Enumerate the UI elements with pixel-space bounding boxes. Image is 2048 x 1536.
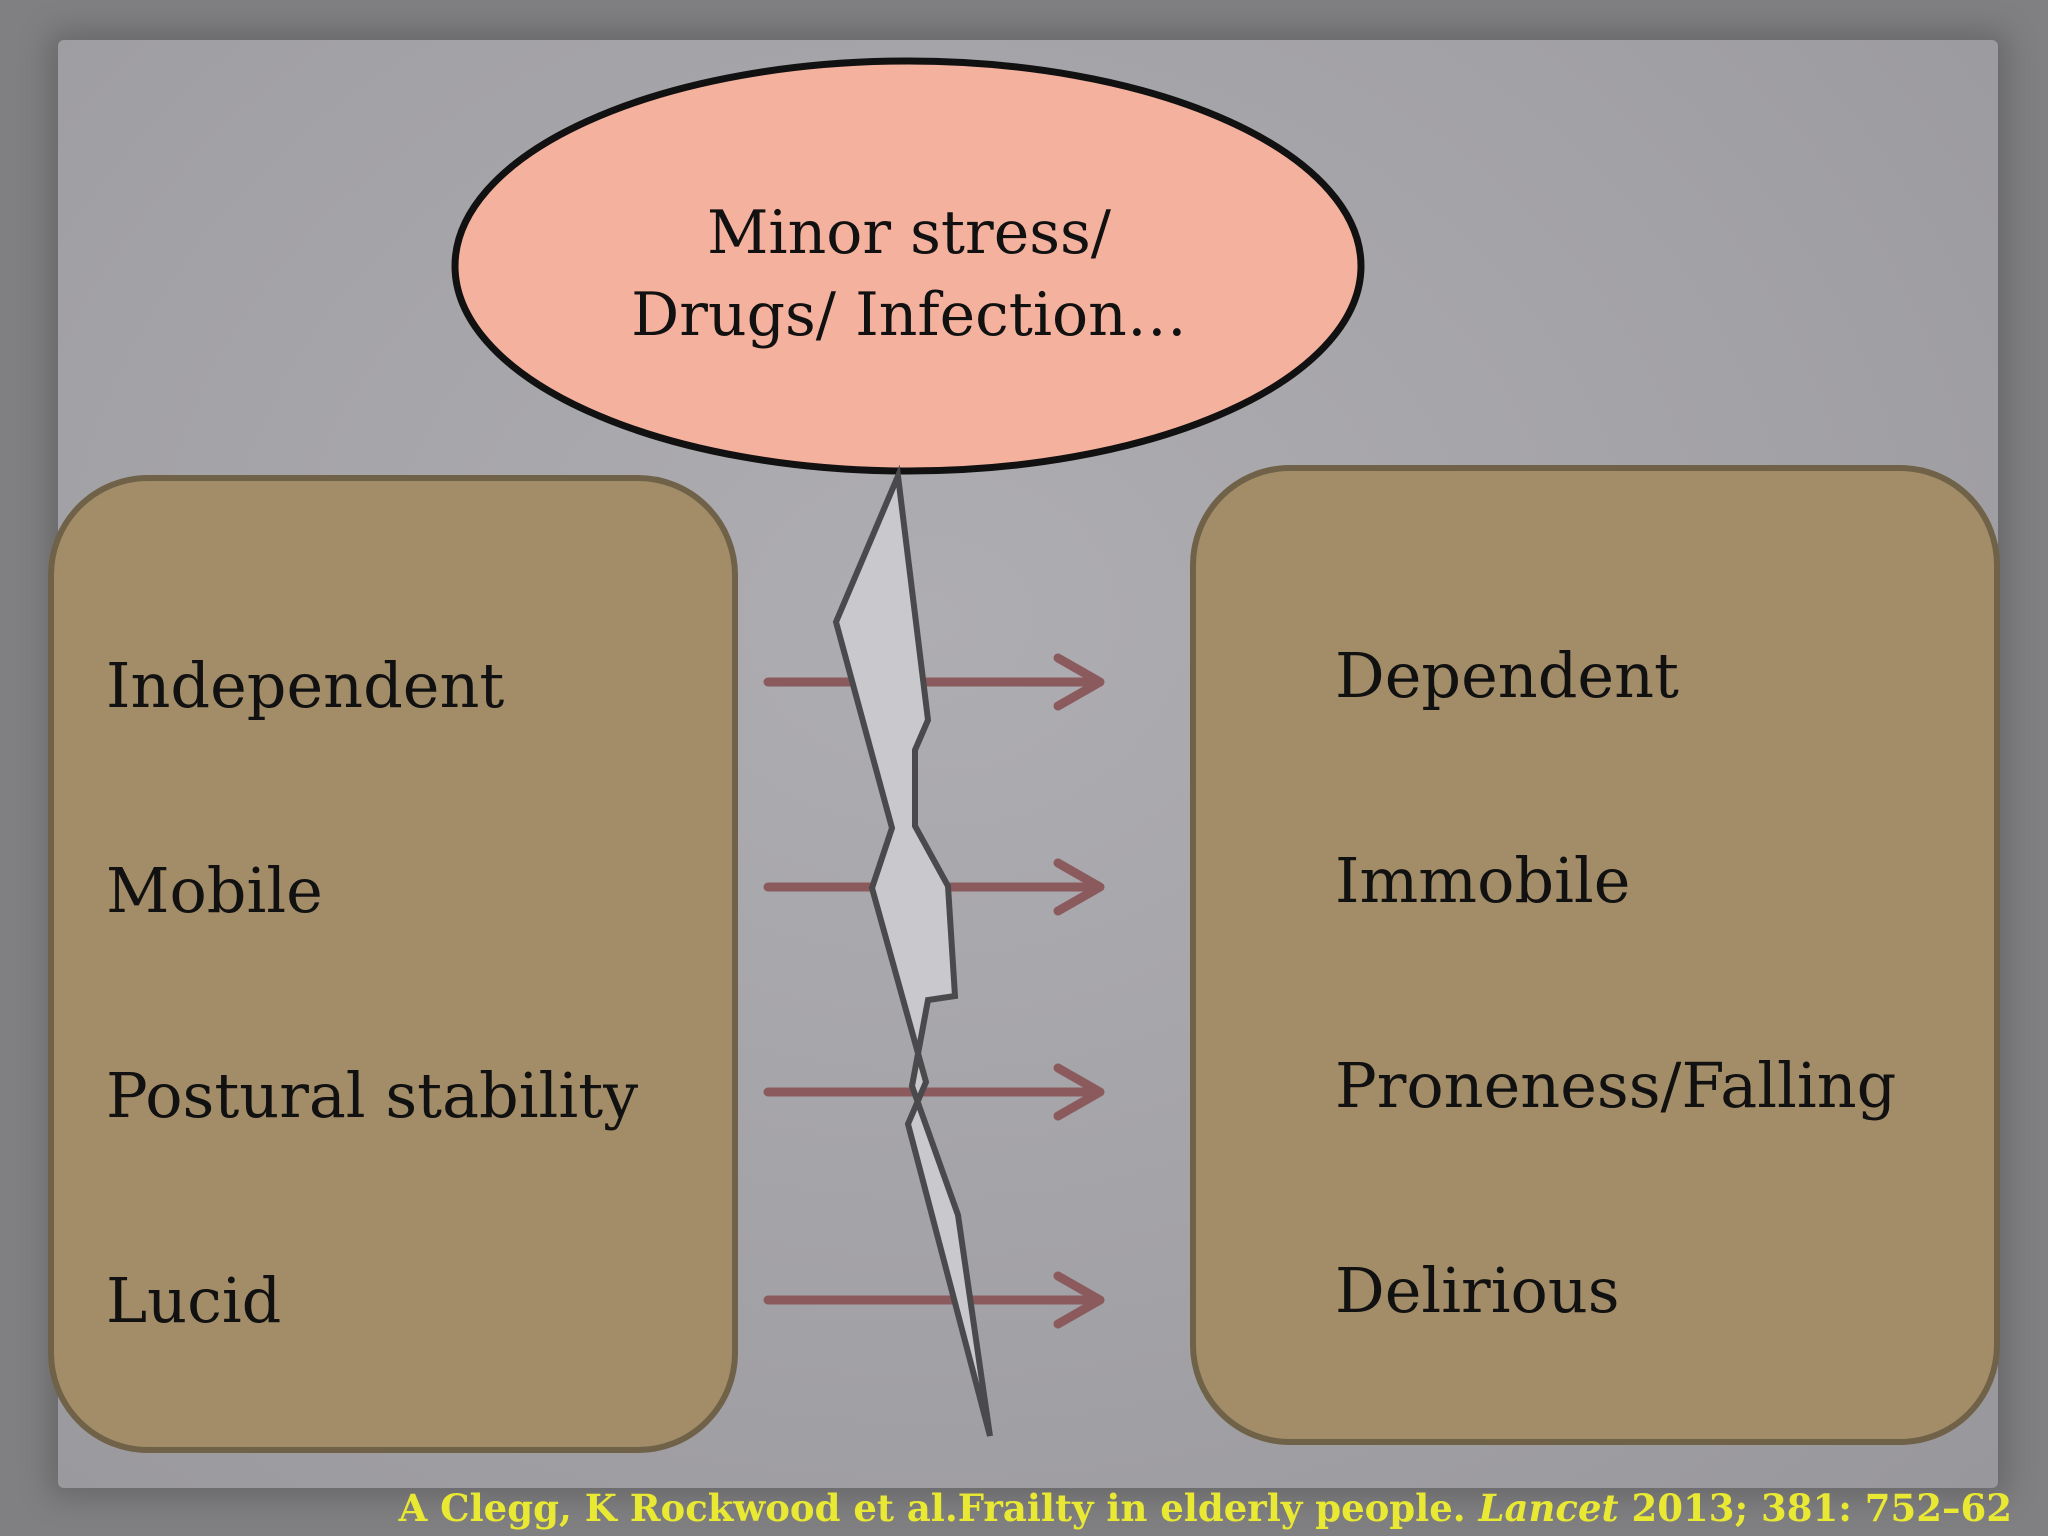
stressor-text: Minor stress/ Drugs/ Infection…: [455, 192, 1363, 356]
citation-journal: Lancet: [1478, 1486, 1619, 1530]
left-item-mobile: Mobile: [106, 854, 323, 927]
left-item-postural-stability: Postural stability: [106, 1059, 639, 1132]
crack-icon: [832, 464, 993, 1437]
citation: A Clegg, K Rockwood et al.Frailty in eld…: [399, 1486, 2012, 1530]
right-item-dependent: Dependent: [1335, 639, 1679, 712]
right-item-immobile: Immobile: [1335, 844, 1631, 917]
right-item-proneness-falling: Proneness/Falling: [1335, 1049, 1897, 1122]
left-item-independent: Independent: [106, 649, 505, 722]
right-item-delirious: Delirious: [1335, 1254, 1620, 1327]
arrow-lucid-to-delirious: [763, 1271, 1105, 1329]
right-state-box: [1190, 465, 2000, 1445]
arrow-independent-to-dependent: [763, 653, 1105, 711]
citation-details: 2013; 381: 752–62: [1631, 1486, 2012, 1530]
stressor-line-2: Drugs/ Infection…: [631, 280, 1187, 350]
arrow-postural-to-proneness: [763, 1063, 1105, 1121]
left-state-box: [48, 475, 738, 1453]
stressor-line-1: Minor stress/: [706, 198, 1112, 268]
citation-authors-title: A Clegg, K Rockwood et al.Frailty in eld…: [398, 1486, 1466, 1530]
left-item-lucid: Lucid: [106, 1264, 282, 1337]
stressor-ellipse: [451, 57, 1365, 475]
